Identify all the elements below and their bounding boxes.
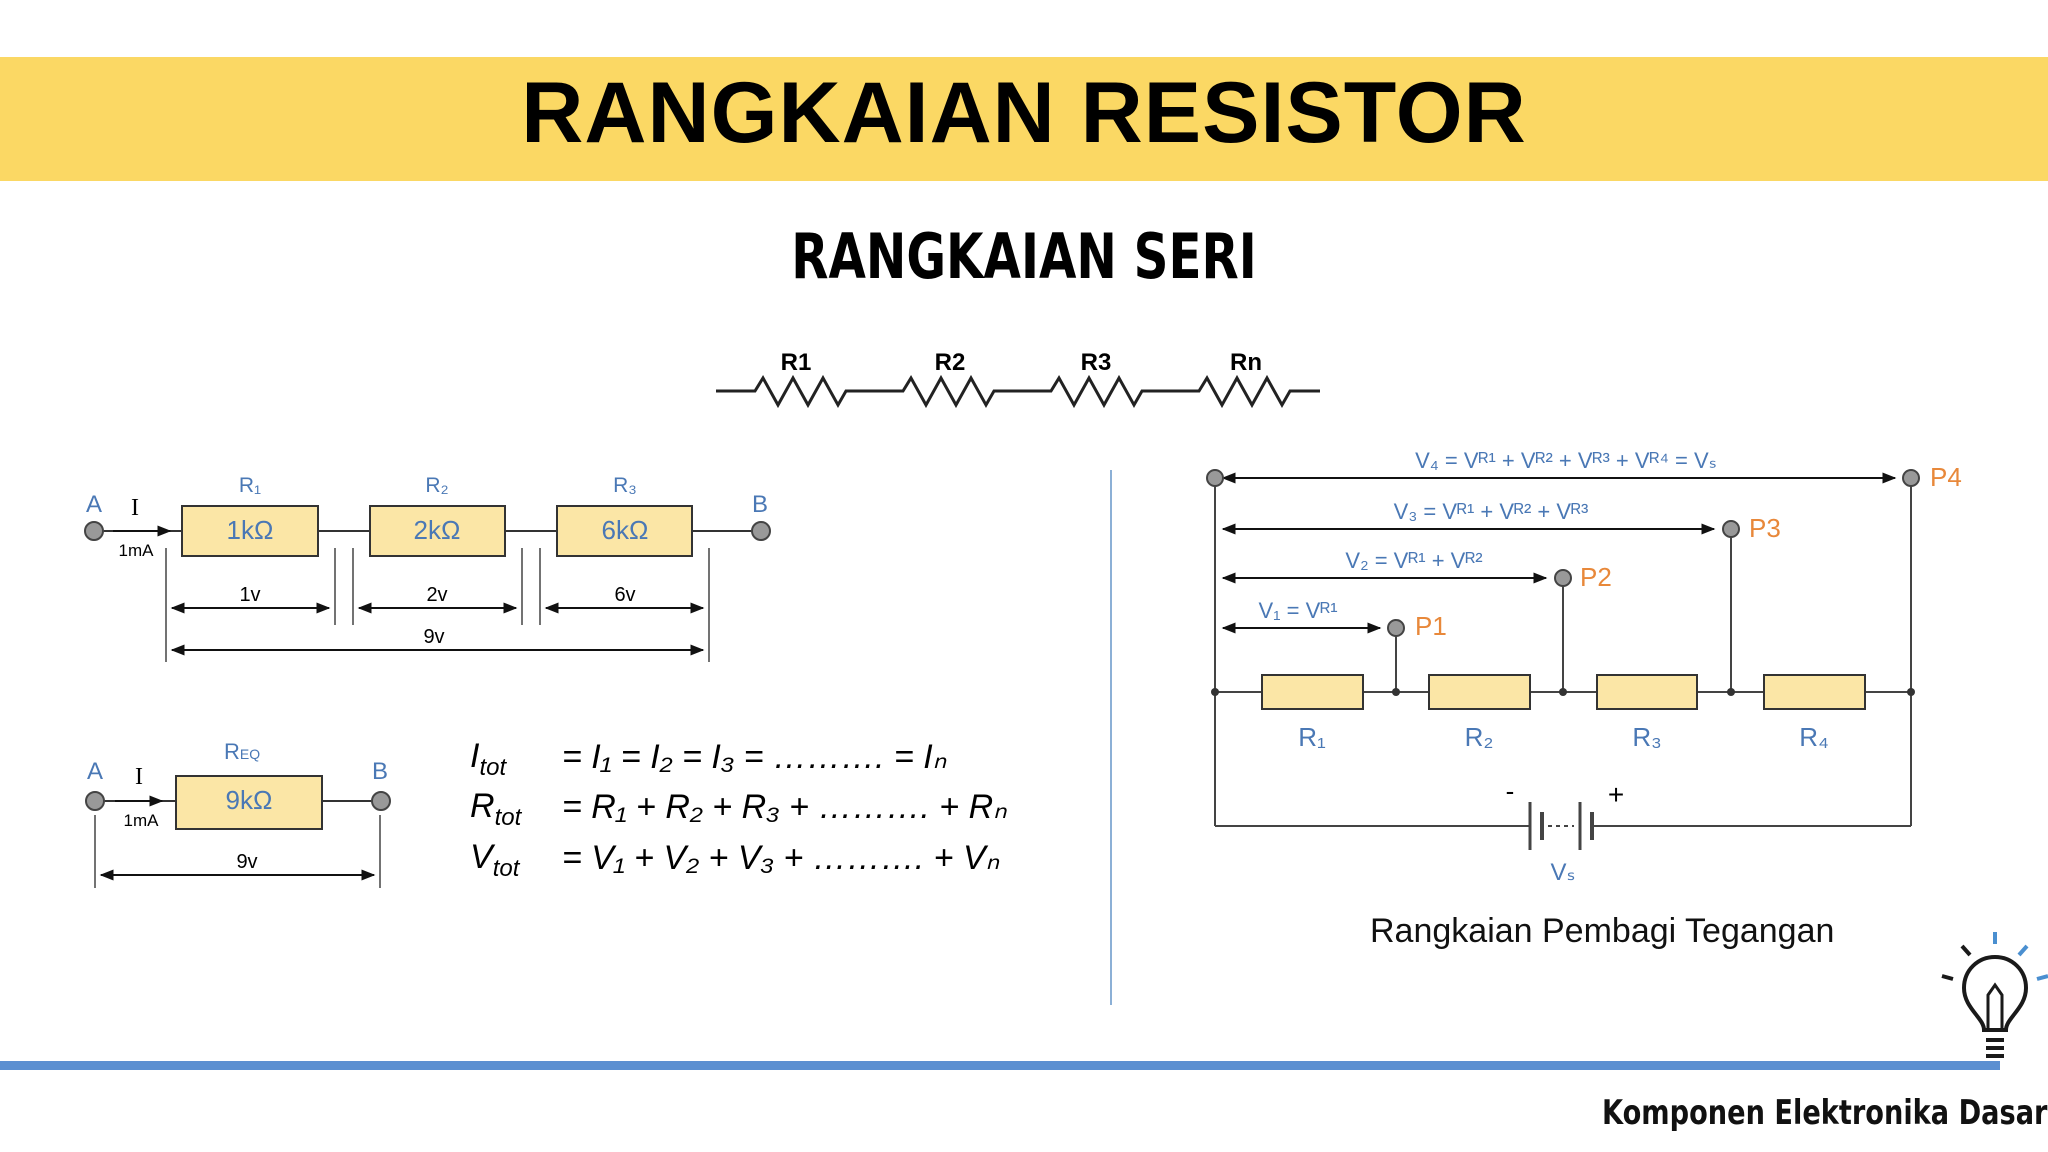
current-value: 1mA	[119, 541, 155, 560]
battery-plus: +	[1608, 779, 1624, 810]
chain-label-r1: R1	[781, 349, 812, 376]
eq-current-value: 1mA	[124, 811, 160, 830]
req-name: REQ	[224, 739, 260, 764]
node-b-label: B	[752, 491, 768, 518]
r1-voltage: 1v	[239, 584, 260, 606]
formula-r-left: Rtot	[470, 787, 521, 832]
divider-arrows	[1221, 472, 1897, 634]
chain-label-r2: R2	[935, 349, 966, 376]
p4-label: P4	[1930, 462, 1962, 492]
formula-r-symbol: R	[470, 787, 495, 825]
eq-node-a	[85, 791, 105, 811]
header-banner	[0, 57, 2048, 181]
r3-name: R₃	[613, 474, 637, 497]
battery-minus: -	[1506, 776, 1515, 806]
footer-rule	[0, 1061, 2000, 1070]
divider-r2	[1428, 674, 1531, 710]
r3-value: 6kΩ	[602, 515, 649, 545]
divider-start-node	[1206, 469, 1224, 487]
r2-voltage: 2v	[426, 584, 447, 606]
formula-v-sub: tot	[492, 854, 520, 882]
eq-v1: V₁ = Vᴿ¹	[1258, 598, 1337, 623]
lightbulb-icon	[1941, 932, 2048, 1058]
p2-label: P2	[1580, 562, 1612, 592]
p3-label: P3	[1749, 513, 1781, 543]
formula-v-symbol: V	[470, 838, 493, 876]
r3-voltage: 6v	[614, 584, 635, 606]
chain-label-r3: R3	[1081, 349, 1112, 376]
formula-i-sub: tot	[479, 753, 507, 781]
resistor-r2	[369, 505, 506, 557]
divider-r1	[1261, 674, 1364, 710]
formula-i-right: = I₁ = I₂ = I₃ = ………. = Iₙ	[562, 738, 947, 776]
divider-r1-label: R₁	[1298, 722, 1326, 752]
eq-node-b-label: B	[372, 758, 388, 785]
eq-v3: V₃ = Vᴿ¹ + Vᴿ² + Vᴿ³	[1394, 499, 1589, 524]
section-title: RANGKAIAN SERI	[791, 220, 1257, 293]
req-name-main: R	[224, 739, 240, 764]
resistor-r3	[556, 505, 693, 557]
r1-name: R₁	[239, 474, 261, 497]
divider-r3	[1596, 674, 1698, 710]
divider-r3-label: R₃	[1632, 722, 1661, 752]
r1-value: 1kΩ	[227, 515, 274, 545]
req-value: 9kΩ	[226, 785, 273, 815]
eq-node-b	[371, 791, 391, 811]
divider-r4	[1763, 674, 1866, 710]
total-voltage: 9v	[423, 626, 444, 648]
formula-v-right: = V₁ + V₂ + V₃ + ………. + Vₙ	[562, 839, 1000, 877]
p1-label: P1	[1415, 611, 1447, 641]
r2-name: R₂	[425, 474, 448, 497]
p3-node	[1722, 520, 1740, 538]
junction-dots	[1211, 688, 1915, 696]
node-a	[84, 521, 104, 541]
current-symbol: I	[131, 495, 139, 521]
series-circuit	[84, 505, 771, 662]
vertical-divider	[1110, 470, 1112, 1005]
source-label: Vₛ	[1551, 859, 1576, 886]
req-name-sub: EQ	[240, 746, 260, 762]
eq-v4: V₄ = Vᴿ¹ + Vᴿ² + Vᴿ³ + Vᴿ⁴ = Vₛ	[1415, 448, 1717, 473]
divider-circuit	[1214, 478, 1912, 850]
page-title: RANGKAIAN RESISTOR	[521, 65, 1527, 161]
node-a-label: A	[86, 491, 102, 518]
divider-r4-label: R₄	[1799, 722, 1828, 752]
eq-current-symbol: I	[135, 764, 143, 790]
formula-i-symbol: I	[470, 737, 480, 775]
formula-v-left: Vtot	[470, 838, 519, 883]
footer-text: Komponen Elektronika Dasar	[1602, 1093, 2048, 1133]
resistor-r1	[181, 505, 319, 557]
p4-node	[1902, 469, 1920, 487]
p1-node	[1387, 619, 1405, 637]
formula-r-sub: tot	[494, 803, 522, 831]
eq-v2: V₂ = Vᴿ¹ + Vᴿ²	[1345, 548, 1482, 573]
top-resistor-chain	[716, 374, 1320, 409]
divider-r2-label: R₂	[1465, 722, 1494, 752]
eq-node-a-label: A	[87, 758, 103, 785]
chain-label-rn: Rn	[1230, 349, 1262, 376]
node-b	[751, 521, 771, 541]
formula-r-right: = R₁ + R₂ + R₃ + ………. + Rₙ	[562, 788, 1007, 826]
r2-value: 2kΩ	[414, 515, 461, 545]
resistor-req	[175, 775, 323, 830]
eq-voltage: 9v	[236, 851, 257, 873]
equivalent-circuit	[85, 775, 391, 888]
formula-i-left: Itot	[470, 737, 506, 782]
p2-node	[1554, 569, 1572, 587]
divider-caption: Rangkaian Pembagi Tegangan	[1370, 912, 1835, 950]
